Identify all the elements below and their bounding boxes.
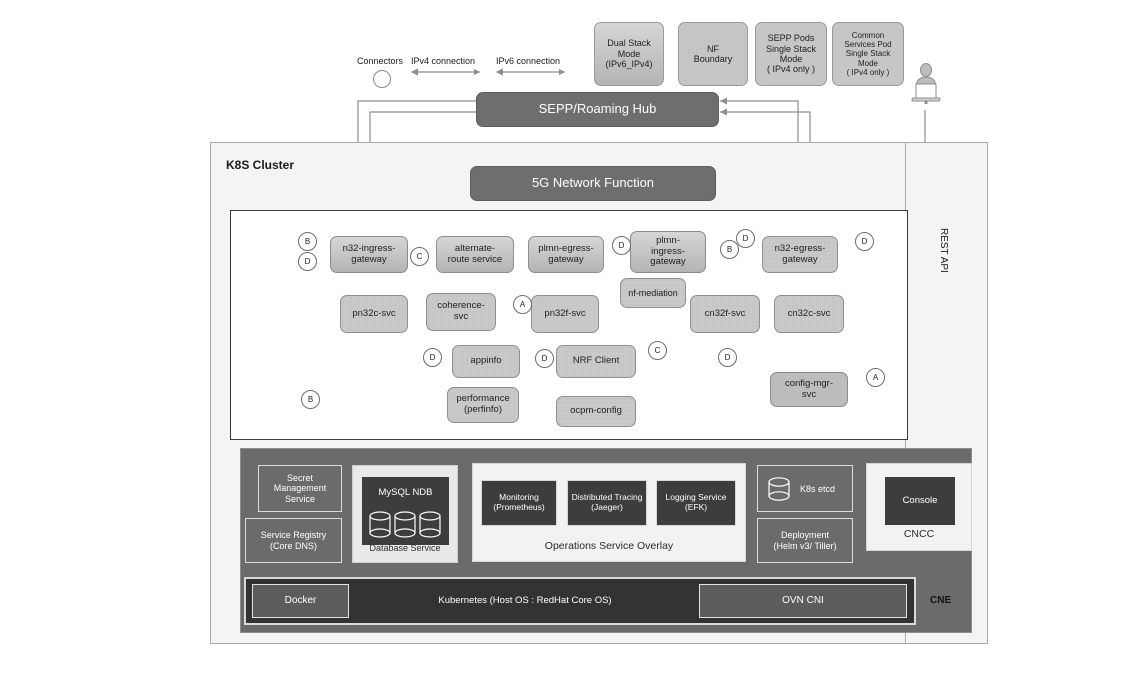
connector-b-n32-ingress: B — [298, 232, 317, 251]
connector-a-config-mgr: A — [866, 368, 885, 387]
legend-box-sepp-pods: SEPP Pods Single Stack Mode ( IPv4 only … — [755, 22, 827, 86]
connector-d-cn32f: D — [718, 348, 737, 367]
connector-d-pn32f: D — [535, 349, 554, 368]
connector-d-appinfo: D — [423, 348, 442, 367]
cncc-label: CNCC — [903, 528, 935, 540]
connector-c-alternate-route: C — [410, 247, 429, 266]
user-with-laptop-icon — [908, 60, 944, 106]
node-config-mgr-svc: config-mgr- svc — [770, 372, 848, 407]
tile-logging-service-efk: Logging Service (EFK) — [656, 480, 736, 526]
ops-overlay-label: Operations Service Overlay — [544, 540, 674, 552]
rest-api-label: REST API — [938, 228, 949, 273]
database-service-label: Database Service — [369, 543, 441, 553]
k8s-cluster-title: K8S Cluster — [226, 158, 295, 172]
sepp-roaming-hub-node: SEPP/Roaming Hub — [476, 92, 719, 127]
node-cn32c-svc: cn32c-svc — [774, 295, 844, 333]
node-alternate-route-service: alternate- route service — [436, 236, 514, 273]
kubernetes-host-os-label: Kubernetes (Host OS : RedHat Core OS) — [438, 595, 612, 606]
tile-k8s-etcd: K8s etcd — [757, 465, 853, 512]
connector-b-performance: B — [301, 390, 320, 409]
connector-b-plmn-ingress: B — [720, 240, 739, 259]
connector-a-coherence: A — [513, 295, 532, 314]
connector-circle-icon — [373, 70, 391, 88]
tile-distributed-tracing-jaeger: Distributed Tracing (Jaeger) — [567, 480, 647, 526]
node-pn32f-svc: pn32f-svc — [531, 295, 599, 333]
connector-d-n32-egress: D — [855, 232, 874, 251]
tile-monitoring-prometheus: Monitoring (Prometheus) — [481, 480, 557, 526]
connector-d-plmn-egress: D — [612, 236, 631, 255]
node-ocpm-config: ocpm-config — [556, 396, 636, 427]
node-nrf-client: NRF Client — [556, 345, 636, 378]
node-n32-egress-gateway: n32-egress- gateway — [762, 236, 838, 273]
cne-label: CNE — [930, 595, 952, 606]
legend-ipv6-label: IPv6 connection — [496, 56, 561, 66]
k8s-etcd-label: K8s etcd — [800, 484, 836, 494]
node-plmn-ingress-gateway: plmn- ingress- gateway — [630, 231, 706, 273]
legend-connectors-label: Connectors — [357, 56, 404, 66]
mysql-ndb-label: MySQL NDB — [378, 487, 433, 498]
tile-ovn-cni: OVN CNI — [699, 584, 907, 618]
node-cn32f-svc: cn32f-svc — [690, 295, 760, 333]
database-cylinders-icon — [369, 511, 441, 538]
node-pn32c-svc: pn32c-svc — [340, 295, 408, 333]
connector-d-plmn-ingress: D — [736, 229, 755, 248]
legend-ipv4-label: IPv4 connection — [411, 56, 476, 66]
tile-docker: Docker — [252, 584, 349, 618]
connector-c-nrf-client: C — [648, 341, 667, 360]
tile-console: Console — [885, 477, 955, 525]
tile-deployment-helm: Deployment (Helm v3/ Tiller) — [757, 518, 853, 563]
legend-box-dual-stack: Dual Stack Mode (IPv6_IPv4) — [594, 22, 664, 86]
node-appinfo: appinfo — [452, 345, 520, 378]
node-n32-ingress-gateway: n32-ingress- gateway — [330, 236, 408, 273]
connector-d-n32-ingress: D — [298, 252, 317, 271]
tile-service-registry: Service Registry (Core DNS) — [245, 518, 342, 563]
tile-secret-management-service: Secret Management Service — [258, 465, 342, 512]
node-coherence-svc: coherence- svc — [426, 293, 496, 331]
node-performance-perfinfo: performance (perfinfo) — [447, 387, 519, 423]
tile-mysql-ndb: MySQL NDB — [362, 477, 449, 545]
5g-network-function-node: 5G Network Function — [470, 166, 716, 201]
legend-box-nf-boundary: NF Boundary — [678, 22, 748, 86]
node-nf-mediation: nf-mediation — [620, 278, 686, 308]
node-plmn-egress-gateway: plmn-egress- gateway — [528, 236, 604, 273]
legend-box-common-services-pod: Common Services Pod Single Stack Mode ( … — [832, 22, 904, 86]
etcd-cylinder-icon — [768, 477, 790, 501]
